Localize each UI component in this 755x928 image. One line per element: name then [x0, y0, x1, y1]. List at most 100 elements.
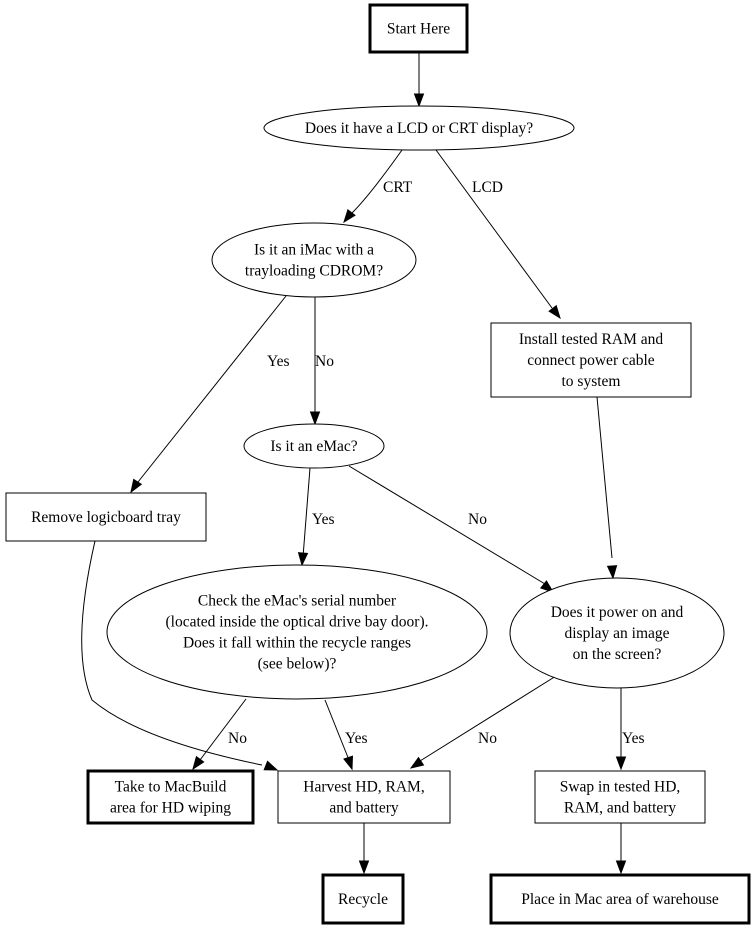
node-imac-shape [211, 222, 417, 298]
edge-label: No [478, 730, 497, 747]
node-display: Does it have a LCD or CRT display? [263, 105, 575, 151]
node-macbuild: Take to MacBuild area for HD wiping [86, 769, 255, 825]
edge-emac-to-serial [297, 467, 311, 567]
edge-serial-to-macbuild [192, 698, 247, 771]
node-serial-text: Check the eMac's serial number [198, 593, 397, 610]
node-recycle: Recycle [321, 873, 405, 925]
edges-layer [81, 52, 627, 875]
edge-label: LCD [472, 179, 503, 196]
arrowhead-icon [343, 755, 354, 771]
node-swap-shape [534, 770, 706, 824]
node-install-text: Install tested RAM and [519, 331, 663, 348]
node-display-text: Does it have a LCD or CRT display? [305, 120, 533, 137]
edge-label: Yes [345, 730, 368, 747]
node-recycle-text: Recycle [338, 891, 388, 908]
node-install-text: connect power cable [527, 352, 654, 369]
node-serial-text: (located inside the optical drive bay do… [166, 614, 429, 631]
node-install: Install tested RAM and connect power cabl… [490, 322, 692, 398]
node-swap: Swap in tested HD, RAM, and battery [534, 770, 706, 824]
node-power-text: Does it power on and [551, 604, 684, 621]
node-harvest: Harvest HD, RAM, and battery [277, 770, 451, 824]
edge-line [435, 149, 553, 309]
edge-power-to-swap [615, 688, 627, 771]
edge-line [302, 467, 311, 558]
node-install-shape [490, 322, 692, 398]
edge-swap-to-warehouse [615, 823, 627, 875]
edge-start-to-display [413, 52, 425, 108]
node-imac-text: trayloading CDROM? [245, 263, 383, 280]
edge-label: Yes [622, 730, 645, 747]
arrowhead-icon [548, 304, 561, 320]
edge-harvest-to-recycle [358, 823, 370, 875]
edge-line [199, 698, 247, 761]
edge-label: No [315, 353, 334, 370]
node-remove-text: Remove logicboard tray [31, 509, 181, 526]
arrowhead-icon [358, 860, 370, 875]
arrowhead-icon [615, 756, 627, 771]
node-emac-shape [243, 423, 385, 469]
edge-line [596, 396, 613, 559]
edge-label: Yes [312, 511, 335, 528]
node-install-text: to system [562, 373, 621, 390]
node-warehouse-shape [489, 873, 751, 925]
edge-line [348, 465, 546, 585]
node-serial: Check the eMac's serial number (located i… [106, 564, 488, 700]
edge-label: Yes [267, 353, 290, 370]
edge-serial-to-harvest [324, 699, 354, 771]
node-macbuild-text: Take to MacBuild [115, 779, 227, 796]
arrowhead-icon [309, 411, 321, 426]
arrowhead-icon [413, 93, 425, 108]
node-power: Does it power on and display an image on t… [509, 577, 725, 689]
node-swap-text: RAM, and battery [564, 800, 677, 817]
node-start-text: Start Here [387, 21, 450, 38]
node-serial-text: Does it fall within the recycle ranges [183, 635, 411, 652]
node-serial-text: (see below)? [258, 656, 337, 673]
arrowhead-icon [263, 760, 279, 771]
node-harvest-shape [277, 770, 451, 824]
arrowhead-icon [192, 755, 205, 771]
node-remove-shape [5, 492, 207, 542]
node-start-shape [368, 3, 469, 54]
node-recycle-shape [321, 873, 405, 925]
node-harvest-text: Harvest HD, RAM, [303, 779, 424, 796]
edge-label: CRT [383, 179, 413, 196]
edge-line [137, 295, 287, 483]
edge-line [351, 149, 403, 214]
edge-install-to-power [596, 396, 618, 580]
arrowhead-icon [409, 756, 425, 769]
edge-remove-to-harvest [81, 540, 279, 771]
edge-display-to-imac [343, 149, 403, 224]
edge-emac-to-power [348, 465, 555, 593]
node-emac-text: Is it an eMac? [270, 438, 357, 455]
edge-imac-to-remove [130, 295, 287, 494]
node-display-shape [263, 105, 575, 151]
edge-line [419, 675, 557, 762]
node-power-text: display an image [564, 625, 669, 642]
node-swap-text: Swap in tested HD, [560, 779, 681, 796]
node-macbuild-text: area for HD wiping [110, 800, 231, 817]
edge-display-to-install [435, 149, 561, 320]
node-serial-shape [106, 564, 488, 700]
edge-line [324, 699, 350, 761]
arrowhead-icon [606, 565, 618, 580]
node-start: Start Here [368, 3, 469, 54]
node-warehouse-text: Place in Mac area of warehouse [521, 891, 719, 908]
edge-line [81, 540, 263, 766]
node-emac: Is it an eMac? [243, 423, 385, 469]
node-warehouse: Place in Mac area of warehouse [489, 873, 751, 925]
node-harvest-text: and battery [329, 800, 399, 817]
arrowhead-icon [297, 552, 309, 567]
arrowhead-icon [615, 860, 627, 875]
arrowhead-icon [130, 478, 143, 494]
arrowhead-icon [539, 580, 555, 593]
node-power-text: on the screen? [573, 646, 662, 663]
edge-label: No [468, 511, 487, 528]
edge-label: No [228, 730, 247, 747]
node-remove: Remove logicboard tray [5, 492, 207, 542]
arrowhead-icon [343, 208, 356, 224]
edge-imac-to-emac [309, 297, 321, 426]
